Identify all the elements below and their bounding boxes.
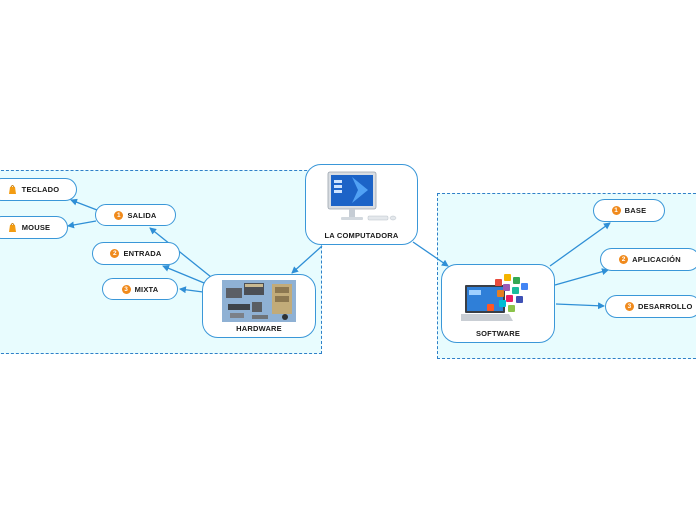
aplicacion-label: APLICACIÓN — [632, 255, 681, 264]
connector-software-aplicacion — [554, 268, 609, 286]
connector-software-base — [549, 222, 611, 267]
hardware-node-label: HARDWARE — [236, 324, 282, 333]
desktop-computer-icon — [327, 171, 397, 221]
connector-hardware-salida — [149, 227, 217, 282]
hardware-node[interactable]: HARDWARE — [202, 274, 316, 338]
central-node[interactable]: LA COMPUTADORA — [305, 164, 418, 245]
salida-label: SALIDA — [127, 210, 157, 220]
aplicacion-node[interactable]: 2 APLICACIÓN — [600, 248, 696, 271]
marker-1-icon: 1 — [114, 210, 124, 220]
mouse-node[interactable]: MOUSE — [0, 216, 68, 239]
fill-bucket-icon — [8, 223, 16, 232]
connector-software-desarrollo — [555, 302, 605, 310]
desarrollo-node[interactable]: 3 DESARROLLO — [605, 295, 696, 318]
desarrollo-label: DESARROLLO — [638, 302, 693, 311]
mouse-label: MOUSE — [21, 223, 51, 232]
fill-bucket-icon — [8, 185, 16, 194]
marker-3-icon: 3 — [121, 284, 131, 294]
connector-hardware-entrada — [162, 265, 210, 286]
marker-2-icon: 2 — [110, 249, 120, 258]
entrada-node[interactable]: 2 ENTRADA — [92, 242, 180, 265]
mixta-node[interactable]: 3 MIXTA — [102, 278, 178, 300]
connector-salida-teclado — [70, 198, 98, 211]
connector-central-software — [412, 241, 449, 267]
base-node[interactable]: 1 BASE — [593, 199, 665, 222]
base-label: BASE — [624, 206, 647, 215]
entrada-label: ENTRADA — [123, 249, 162, 258]
hardware-components-icon — [222, 280, 296, 322]
laptop-apps-icon — [461, 274, 528, 321]
mixta-label: MIXTA — [134, 284, 159, 294]
salida-node[interactable]: 1 SALIDA — [95, 204, 176, 226]
connector-hardware-mixta — [179, 286, 204, 294]
central-node-label: LA COMPUTADORA — [324, 231, 399, 240]
teclado-label: TECLADO — [21, 185, 60, 194]
software-node-label: SOFTWARE — [475, 329, 521, 338]
marker-1-icon: 1 — [611, 206, 621, 215]
connector-salida-mouse — [67, 220, 97, 229]
teclado-node[interactable]: TECLADO — [0, 178, 77, 201]
marker-2-icon: 2 — [619, 255, 629, 264]
software-node[interactable]: SOFTWARE — [441, 264, 555, 343]
connector-central-hardware — [291, 245, 323, 274]
marker-3-icon: 3 — [625, 302, 634, 311]
